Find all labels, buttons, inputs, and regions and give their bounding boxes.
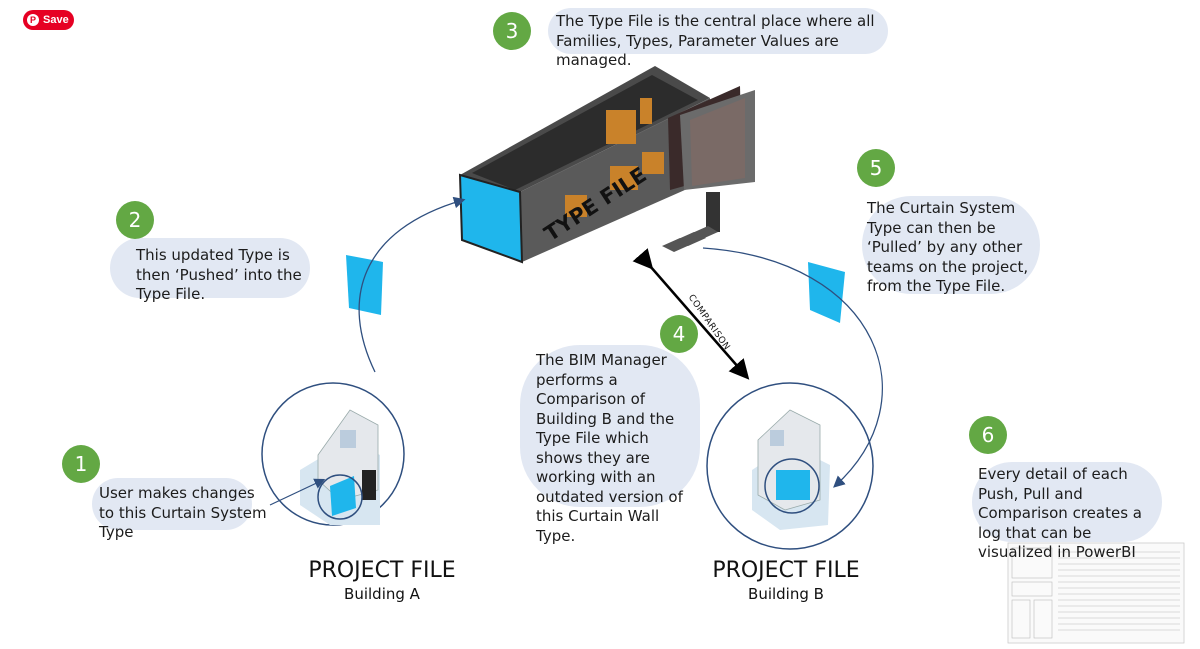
step-5-badge: 5 — [857, 149, 895, 187]
comparison-arrow — [632, 248, 750, 380]
step-5-text: The Curtain System Type can then be ‘Pul… — [867, 199, 1029, 295]
curtain-panel-b — [808, 262, 845, 323]
highlight-1 — [92, 478, 252, 530]
step-2-badge: 2 — [116, 201, 154, 239]
step-4-badge: 4 — [660, 315, 698, 353]
highlight-2 — [110, 238, 310, 298]
highlight-3 — [548, 8, 888, 54]
powerbi-report-thumbnail — [1007, 542, 1185, 644]
save-button[interactable]: P Save — [23, 10, 74, 30]
step-6-badge: 6 — [969, 416, 1007, 454]
curtain-panel-a — [346, 255, 383, 315]
highlight-6 — [972, 462, 1162, 542]
project-b-subtitle: Building B — [748, 585, 824, 603]
step-4-text: The BIM Manager performs a Comparison of… — [536, 351, 683, 545]
building-b-illustration — [752, 409, 830, 530]
arrow-1 — [269, 478, 326, 506]
step-3-badge: 3 — [493, 12, 531, 50]
type-file-building — [458, 66, 755, 264]
pinterest-icon: P — [27, 14, 39, 26]
arrow-5 — [702, 247, 883, 488]
step-1-badge: 1 — [62, 445, 100, 483]
step-2-text: This updated Type is then ‘Pushed’ into … — [136, 246, 302, 303]
building-a-illustration — [300, 409, 380, 525]
project-a-title: PROJECT FILE — [308, 558, 456, 583]
step-1-text: User makes changes to this Curtain Syste… — [99, 484, 267, 541]
save-label: Save — [43, 14, 69, 26]
step-3-text: The Type File is the central place where… — [556, 12, 875, 69]
step-6-text: Every detail of each Push, Pull and Comp… — [978, 465, 1142, 561]
project-a-subtitle: Building A — [344, 585, 420, 603]
project-b-title: PROJECT FILE — [712, 558, 860, 583]
arrow-2 — [358, 196, 466, 373]
highlight-5 — [862, 196, 1040, 294]
